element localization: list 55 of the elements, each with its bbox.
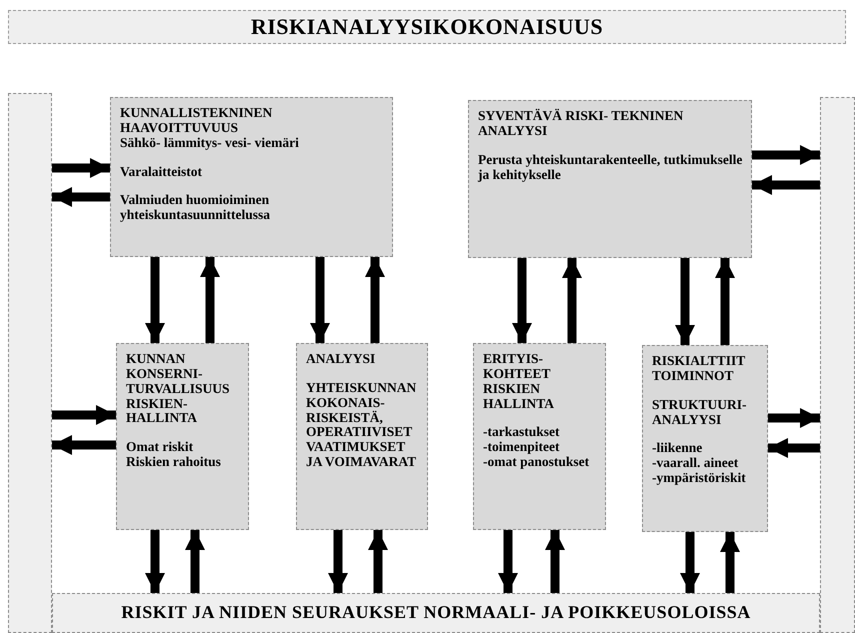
box-text: YHTEISKUNNAN KOKONAIS- RISKEISTÄ, OPERATIIVISET VAATIMUKSET JA VOIMAVARAT — [306, 380, 418, 470]
process-box — [296, 343, 428, 530]
box-text: Riskien rahoitus — [126, 455, 222, 470]
box-heading: KUNNAN KONSERNI- TURVALLISUUS RISKIEN- HALLINTA — [126, 352, 231, 426]
arrow — [512, 258, 532, 343]
arrow — [545, 530, 565, 593]
box-heading: SYVENTÄVÄ RISKI- TEKNINEN ANALYYSI — [478, 109, 684, 139]
banner-box — [52, 593, 820, 633]
arrow — [715, 258, 735, 345]
side-bar — [8, 93, 52, 633]
box-text: -vaarall. aineet — [652, 456, 740, 472]
arrow — [752, 175, 820, 195]
arrow — [328, 530, 348, 593]
arrow — [52, 435, 116, 455]
box-heading: RISKIALTTIIT TOIMINNOT — [652, 354, 746, 384]
arrow — [185, 530, 205, 593]
box-text: -ympäristöriskit — [652, 471, 747, 486]
process-box — [110, 97, 393, 257]
arrow — [52, 158, 110, 178]
box-text: Perusta yhteiskuntarakenteelle, tutkimukselle ja kehitykselle — [478, 152, 744, 182]
arrow — [562, 258, 582, 343]
box-text: Varalaitteistot — [120, 164, 203, 180]
arrow — [675, 258, 695, 345]
box-text: STRUKTUURI- ANALYYSI — [652, 398, 748, 428]
arrow — [368, 530, 388, 593]
box-text: -liikenne — [652, 441, 704, 456]
box-text: -toimenpiteet — [483, 440, 560, 456]
process-box — [642, 345, 768, 532]
banner-text: RISKIT JA NIIDEN SEURAUKSET NORMAALI- JA POIKKEUSOLOISSA — [121, 603, 751, 623]
process-box — [116, 343, 249, 530]
arrow — [365, 257, 385, 343]
box-heading: KUNNALLISTEKNINEN HAAVOITTUVUUS — [120, 106, 274, 136]
arrow — [768, 438, 820, 458]
box-heading: ANALYYSI — [306, 352, 376, 367]
arrow — [52, 187, 110, 207]
title-banner: RISKIANALYYSIKOKONAISUUS — [8, 10, 846, 44]
arrow — [145, 530, 165, 593]
box-text: -omat panostukset — [483, 455, 590, 470]
arrow — [768, 408, 820, 428]
arrow — [200, 257, 220, 343]
arrow — [498, 530, 518, 593]
arrow — [145, 257, 165, 343]
arrow — [720, 532, 740, 593]
arrow — [52, 405, 116, 425]
side-bar — [820, 97, 855, 633]
process-box — [473, 343, 606, 530]
process-box — [468, 100, 752, 258]
arrow — [752, 145, 820, 165]
box-heading: ERITYIS- KOHTEET RISKIEN HALLINTA — [483, 352, 556, 412]
arrow — [310, 257, 330, 343]
box-text: Sähkö- lämmitys- vesi- viemäri — [120, 136, 300, 151]
box-text: Valmiuden huomioiminen yhteiskuntasuunnittelussa — [120, 193, 272, 224]
box-text: -tarkastukset — [483, 425, 560, 440]
arrow — [680, 532, 700, 593]
box-text: Omat riskit — [126, 440, 194, 456]
